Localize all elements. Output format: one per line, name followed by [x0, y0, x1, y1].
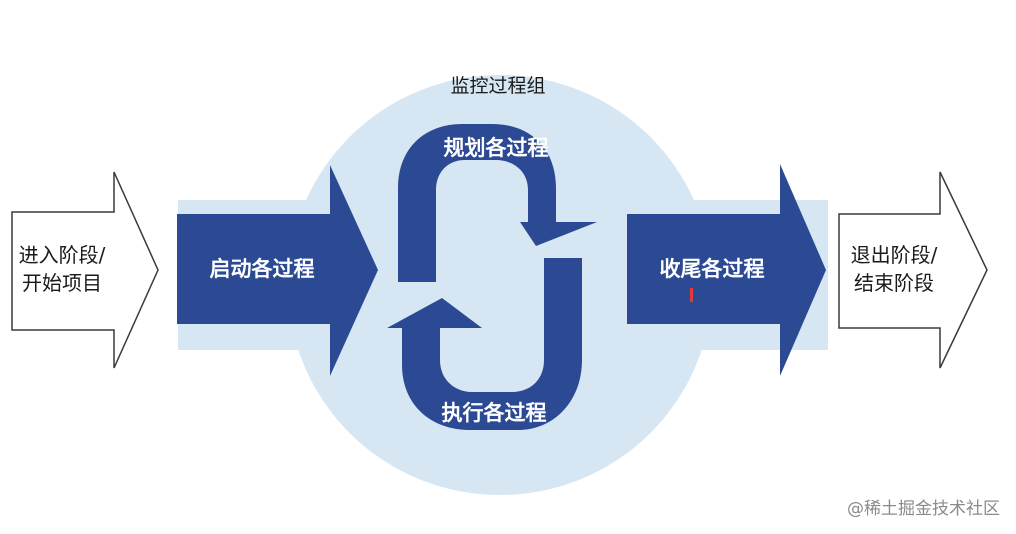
initiating-label: 启动各过程 [210, 257, 315, 281]
enter-phase-label-line2: 开始项目 [22, 271, 102, 295]
monitoring-group-label: 监控过程组 [450, 75, 545, 97]
exit-phase-label-line2: 结束阶段 [854, 271, 934, 295]
closing-label: 收尾各过程 [660, 257, 765, 281]
planning-executing-cycle [387, 124, 597, 430]
executing-loop-arrow [387, 258, 582, 430]
planning-loop-arrow [398, 124, 597, 282]
closing-arrow [627, 164, 826, 376]
enter-phase-label-line1: 进入阶段/ [19, 243, 106, 267]
text-cursor-mark [690, 288, 693, 302]
watermark: @稀土掘金技术社区 [847, 499, 1000, 519]
enter-phase-arrow [11, 171, 159, 369]
planning-label: 规划各过程 [444, 136, 549, 160]
initiating-arrow [177, 165, 378, 376]
exit-phase-arrow [838, 171, 988, 369]
executing-label: 执行各过程 [442, 401, 547, 425]
exit-phase-label-line1: 退出阶段/ [851, 243, 938, 267]
